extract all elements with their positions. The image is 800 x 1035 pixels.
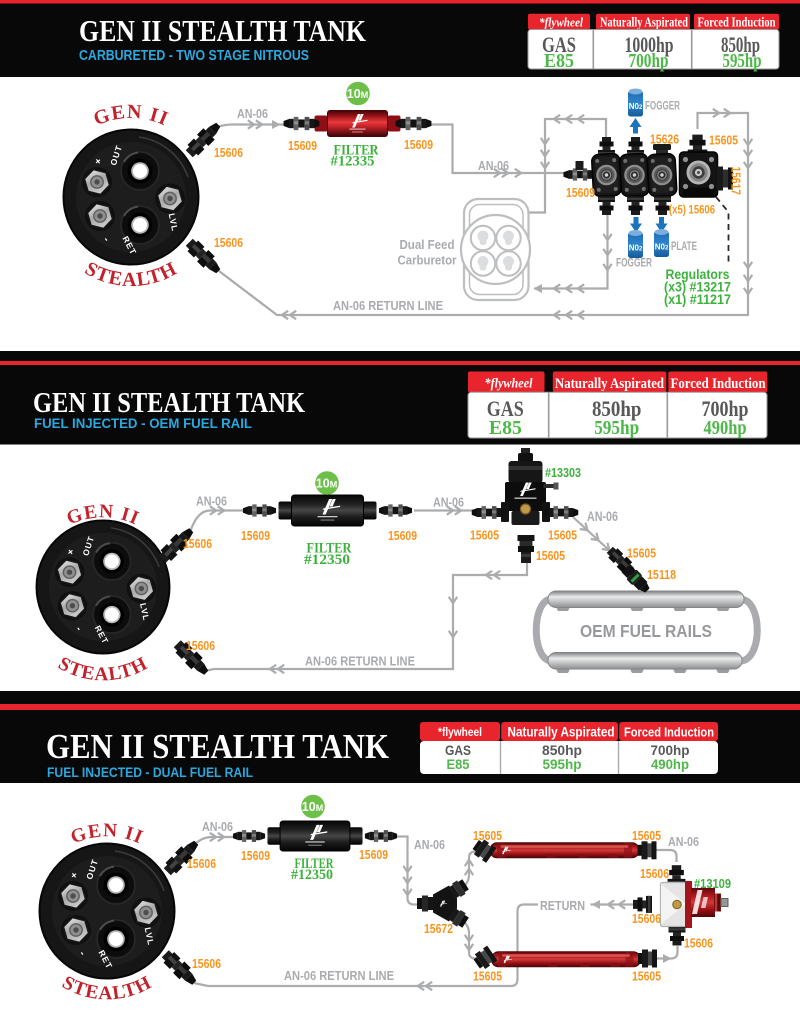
svg-text:*flywheel: *flywheel [438, 725, 482, 739]
svg-text:AN-06: AN-06 [414, 837, 445, 852]
svg-text:GEN II STEALTH TANK: GEN II STEALTH TANK [79, 13, 366, 48]
svg-text:#12350: #12350 [304, 552, 350, 568]
svg-text:GEN II STEALTH TANK: GEN II STEALTH TANK [46, 727, 389, 766]
svg-text:(x3) #13217: (x3) #13217 [664, 280, 731, 295]
svg-text:E85: E85 [447, 757, 470, 772]
svg-text:FOGGER: FOGGER [616, 258, 652, 270]
svg-text:OEM FUEL RAILS: OEM FUEL RAILS [580, 621, 712, 641]
svg-text:15605: 15605 [548, 528, 577, 543]
svg-text:AN-06: AN-06 [202, 819, 233, 834]
svg-text:15609: 15609 [288, 138, 317, 153]
svg-text:15609: 15609 [241, 848, 270, 863]
svg-text:15609: 15609 [404, 137, 433, 152]
svg-text:15606: 15606 [186, 638, 215, 653]
svg-text:15606: 15606 [632, 911, 661, 926]
svg-text:GAS: GAS [487, 396, 524, 421]
svg-text:595hp: 595hp [723, 51, 762, 72]
svg-text:FILTER: FILTER [334, 143, 379, 159]
svg-text:AN-06: AN-06 [478, 158, 509, 173]
svg-text:15118: 15118 [647, 567, 676, 582]
svg-text:Regulators: Regulators [666, 267, 730, 282]
svg-text:FILTER: FILTER [307, 541, 352, 557]
svg-text:15606: 15606 [187, 856, 216, 871]
svg-text:AN-06 RETURN LINE: AN-06 RETURN LINE [305, 655, 415, 669]
svg-text:15609: 15609 [241, 528, 270, 543]
svg-text:#12350: #12350 [291, 867, 333, 883]
svg-text:15605: 15605 [536, 548, 565, 563]
svg-text:AN-06 RETURN LINE: AN-06 RETURN LINE [333, 299, 443, 313]
svg-text:15606: 15606 [684, 936, 713, 951]
svg-text:#13109: #13109 [694, 876, 731, 891]
svg-text:1000hp: 1000hp [625, 32, 674, 57]
svg-text:595hp: 595hp [543, 757, 582, 772]
svg-text:15605: 15605 [627, 546, 656, 561]
svg-text:15606: 15606 [214, 235, 243, 250]
svg-text:FUEL INJECTED - DUAL FUEL RAIL: FUEL INJECTED - DUAL FUEL RAIL [47, 765, 253, 780]
svg-text:15609: 15609 [388, 528, 417, 543]
svg-text:*flywheel: *flywheel [485, 377, 533, 392]
svg-text:15626: 15626 [650, 132, 679, 147]
svg-text:15605: 15605 [473, 969, 502, 984]
svg-text:15605: 15605 [632, 828, 661, 843]
svg-text:Dual Feed: Dual Feed [400, 238, 455, 252]
svg-text:15606: 15606 [640, 866, 669, 881]
svg-text:Carburetor: Carburetor [398, 254, 457, 268]
svg-text:490hp: 490hp [704, 417, 747, 439]
svg-text:AN-06 RETURN LINE: AN-06 RETURN LINE [284, 969, 394, 983]
svg-text:Naturally Aspirated: Naturally Aspirated [600, 16, 688, 31]
svg-text:850hp: 850hp [542, 743, 582, 758]
svg-text:15605: 15605 [709, 133, 738, 148]
svg-text:AN-06: AN-06 [587, 508, 618, 524]
svg-text:850hp: 850hp [721, 32, 760, 57]
svg-text:Forced Induction: Forced Induction [698, 15, 776, 30]
svg-text:15606: 15606 [183, 536, 212, 551]
svg-text:PLATE: PLATE [671, 241, 697, 253]
svg-text:RETURN: RETURN [540, 898, 585, 913]
svg-text:490hp: 490hp [651, 757, 689, 772]
svg-text:GAS: GAS [542, 32, 576, 57]
svg-text:850hp: 850hp [592, 396, 642, 421]
svg-text:15606: 15606 [192, 956, 221, 971]
svg-text:15672: 15672 [424, 921, 453, 936]
svg-text:#13303: #13303 [545, 465, 581, 480]
svg-text:AN-06: AN-06 [668, 834, 699, 849]
svg-text:E85: E85 [489, 417, 522, 439]
svg-text:(x1) #11217: (x1) #11217 [664, 292, 731, 307]
svg-text:#12335: #12335 [331, 154, 375, 170]
svg-text:15617: 15617 [729, 167, 744, 196]
svg-text:595hp: 595hp [594, 417, 639, 439]
svg-text:AN-06: AN-06 [433, 495, 464, 510]
svg-text:700hp: 700hp [651, 743, 690, 758]
svg-text:700hp: 700hp [629, 51, 669, 72]
svg-text:FILTER: FILTER [295, 856, 334, 872]
svg-text:GEN II STEALTH TANK: GEN II STEALTH TANK [33, 388, 305, 419]
svg-text:15605: 15605 [473, 828, 502, 843]
svg-text:Forced Induction: Forced Induction [624, 725, 714, 740]
svg-text:GAS: GAS [445, 743, 471, 758]
svg-text:15605: 15605 [470, 528, 499, 543]
svg-text:15609: 15609 [359, 847, 388, 862]
svg-text:CARBURETED - TWO STAGE NITROUS: CARBURETED - TWO STAGE NITROUS [79, 48, 309, 64]
svg-text:15605: 15605 [632, 969, 661, 984]
svg-text:Naturally Aspirated: Naturally Aspirated [508, 725, 615, 740]
svg-text:*flywheel: *flywheel [539, 15, 583, 30]
svg-text:700hp: 700hp [702, 396, 749, 421]
svg-text:Forced Induction: Forced Induction [671, 376, 766, 392]
svg-text:AN-06: AN-06 [196, 494, 227, 509]
svg-text:15609: 15609 [566, 185, 595, 200]
svg-text:(x5) 15606: (x5) 15606 [669, 203, 715, 217]
svg-text:AN-06: AN-06 [237, 106, 268, 121]
svg-text:Naturally Aspirated: Naturally Aspirated [555, 376, 665, 392]
svg-text:15606: 15606 [214, 145, 243, 160]
svg-text:E85: E85 [544, 51, 574, 72]
svg-text:FOGGER: FOGGER [645, 101, 680, 113]
svg-text:FUEL INJECTED - OEM FUEL RAIL: FUEL INJECTED - OEM FUEL RAIL [34, 415, 252, 431]
